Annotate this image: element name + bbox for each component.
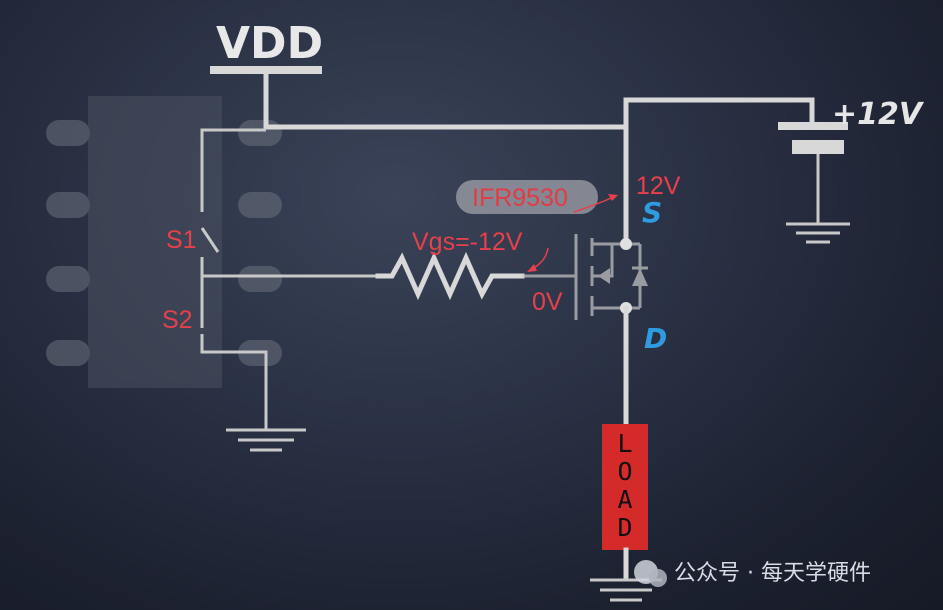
load-letter: D bbox=[617, 513, 632, 542]
vdd-symbol: VDD bbox=[210, 18, 323, 130]
part-label-highlight bbox=[456, 180, 598, 214]
switch-s1-label: S1 bbox=[166, 226, 197, 254]
ic-pin-left-3 bbox=[46, 266, 90, 292]
ic-pin-right-3 bbox=[238, 266, 282, 292]
mosfet-ifr9530 bbox=[522, 234, 648, 320]
watermark: 公众号 · 每天学硬件 bbox=[634, 560, 871, 587]
load-box bbox=[602, 424, 648, 550]
wechat-icon-bubble bbox=[649, 569, 667, 587]
ic-pin-left-4 bbox=[46, 340, 90, 366]
vdd-label: VDD bbox=[216, 18, 323, 69]
ic-body bbox=[88, 96, 222, 388]
ic-pin-right-1 bbox=[238, 120, 282, 146]
drain-terminal-label: D bbox=[644, 322, 667, 355]
ic-pin-right-2 bbox=[238, 192, 282, 218]
source-voltage-label: 12V bbox=[636, 172, 681, 200]
gate-resistor bbox=[375, 251, 525, 301]
switch-s1-blade bbox=[200, 227, 220, 253]
gate-zero-label: 0V bbox=[532, 288, 563, 316]
ic-chip bbox=[46, 96, 282, 388]
battery-label: +12V bbox=[832, 97, 925, 132]
ic-pin-left-1 bbox=[46, 120, 90, 146]
vdd-bar bbox=[210, 66, 322, 74]
load-letter: L bbox=[617, 429, 632, 458]
body-diode bbox=[632, 268, 648, 286]
battery-long-plate bbox=[778, 122, 848, 130]
gate-arrowhead bbox=[527, 264, 537, 272]
switch-s2-label: S2 bbox=[162, 306, 193, 334]
source-terminal-label: S bbox=[642, 196, 662, 229]
source-arrowhead bbox=[608, 194, 618, 201]
battery-short-plate bbox=[792, 140, 844, 154]
source-node bbox=[620, 238, 632, 250]
switch-ground-wire bbox=[200, 334, 268, 430]
switch-supply-wire bbox=[200, 128, 266, 212]
load-letter: A bbox=[617, 485, 632, 514]
watermark-text: 公众号 · 每天学硬件 bbox=[674, 561, 871, 586]
ic-pin-left-2 bbox=[46, 192, 90, 218]
battery-symbol: +12V bbox=[778, 97, 925, 244]
gate-voltage-annotation: Vgs=-12V bbox=[412, 228, 523, 256]
battery-wire bbox=[623, 97, 815, 199]
part-label: IFR9530 bbox=[472, 184, 568, 212]
switch-network: S1 S2 bbox=[162, 128, 378, 452]
body-arrow bbox=[598, 268, 610, 284]
load-letter: O bbox=[617, 457, 632, 486]
